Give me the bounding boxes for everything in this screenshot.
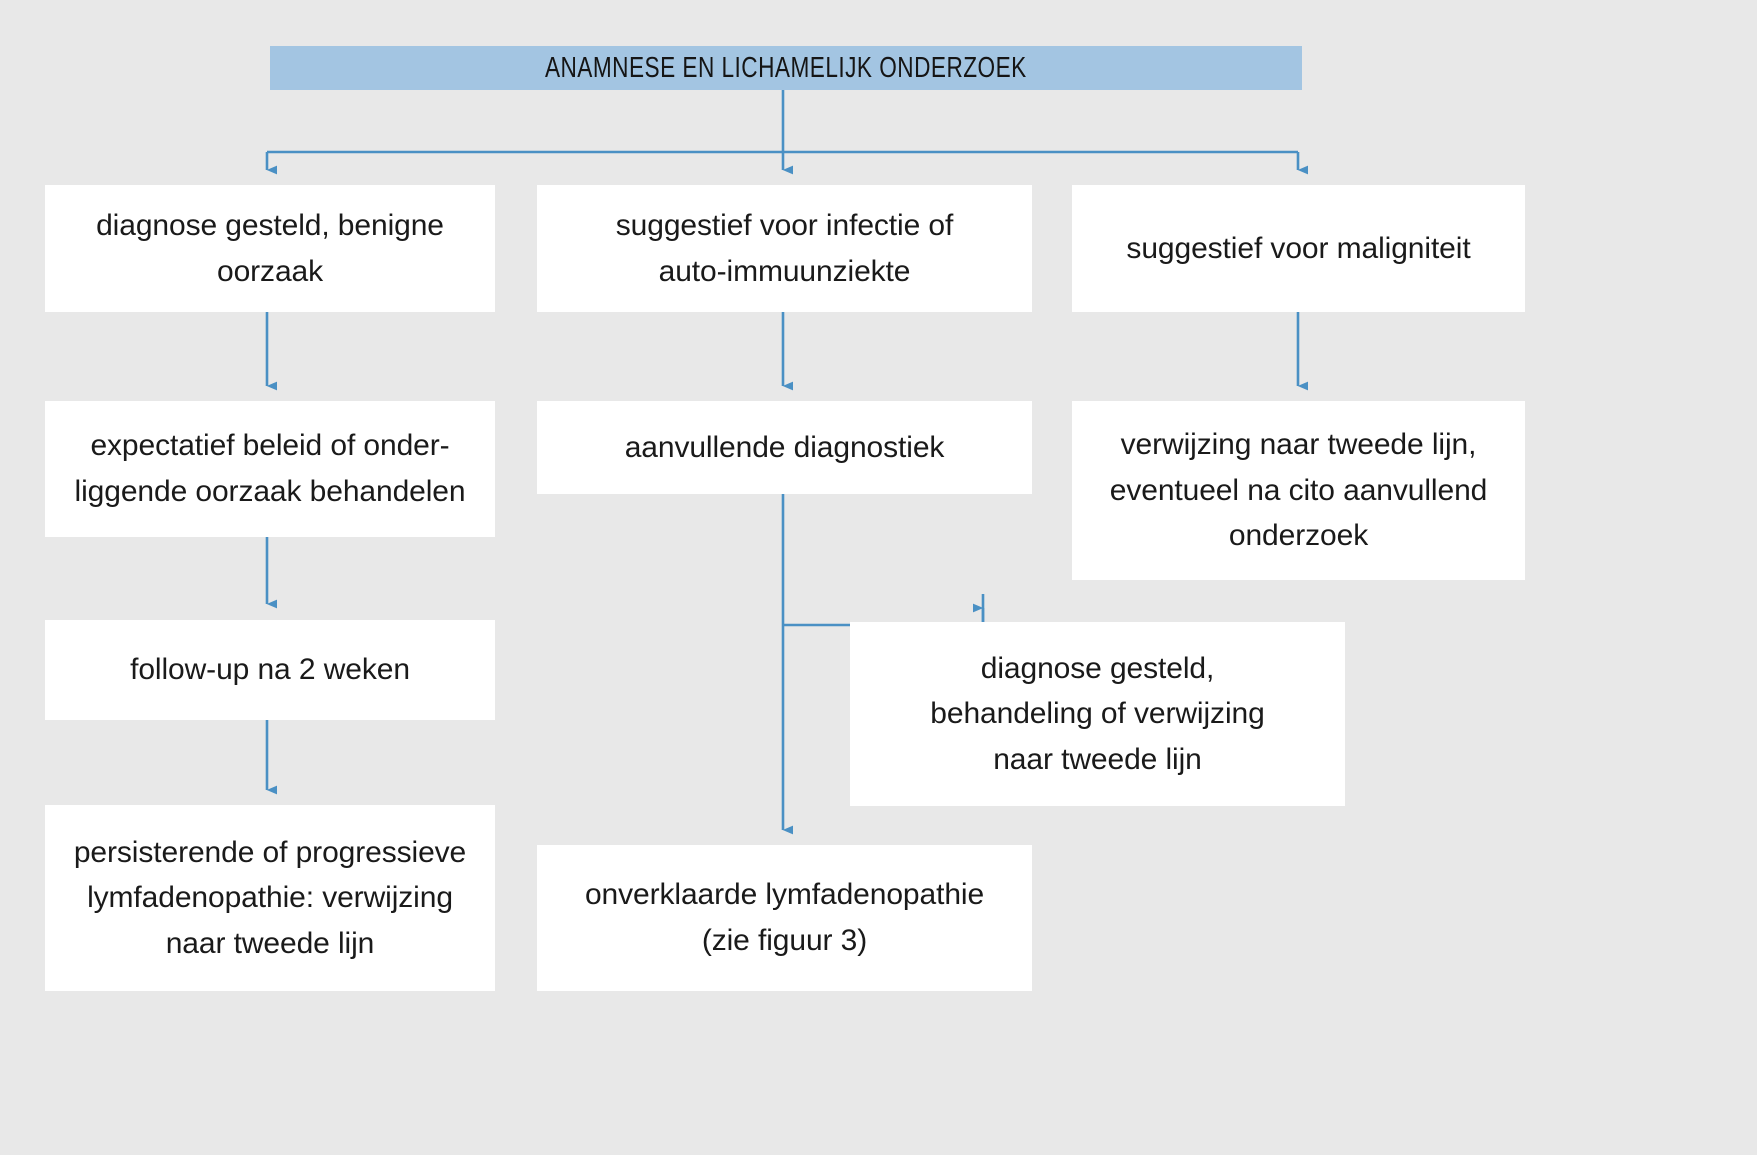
node-label: verwijzing naar tweede lijn, eventueel n… — [1109, 428, 1488, 553]
node-follow-up-na-2-weken: follow-up na 2 weken — [45, 620, 495, 720]
node-label: follow-up na 2 weken — [130, 653, 410, 687]
node-label: diagnose gesteld, benigne oorzaak — [96, 208, 444, 288]
node-persisterende-of-progressieve-lymfadenopathie-verwijzing-naar-tweede-lijn: persisterende of progressieve lymfadenop… — [45, 805, 495, 991]
node-suggestief-voor-infectie-of-auto-immuunziekte: suggestief voor infectie of auto-immuunz… — [537, 185, 1032, 312]
header-label: ANAMNESE EN LICHAMELIJK ONDERZOEK — [545, 51, 1027, 84]
node-verwijzing-naar-tweede-lijn-eventueel-na-cito-aanvullend-onderzoek: verwijzing naar tweede lijn, eventueel n… — [1072, 401, 1525, 580]
node-suggestief-voor-maligniteit: suggestief voor maligniteit — [1072, 185, 1525, 312]
node-label: expectatief beleid of onder- liggende oo… — [74, 429, 466, 508]
node-label: diagnose gesteld, behandeling of verwijz… — [930, 651, 1265, 776]
node-diagnose-gesteld-behandeling-of-verwijzing-naar-tweede-lijn: diagnose gesteld, behandeling of verwijz… — [850, 622, 1345, 806]
node-onverklaarde-lymfadenopathie-zie-figuur-3: onverklaarde lymfadenopathie (zie figuur… — [537, 845, 1032, 991]
node-label: aanvullende diagnostiek — [624, 430, 945, 464]
node-label: suggestief voor maligniteit — [1126, 231, 1471, 265]
node-label: onverklaarde lymfadenopathie (zie figuur… — [584, 878, 985, 957]
node-diagnose-gesteld-benigne-oorzaak: diagnose gesteld, benigne oorzaak — [45, 185, 495, 312]
node-label: suggestief voor infectie of auto-immuunz… — [615, 208, 954, 288]
node-aanvullende-diagnostiek: aanvullende diagnostiek — [537, 401, 1032, 494]
header-anamnese-en-lichamelijk-onderzoek: ANAMNESE EN LICHAMELIJK ONDERZOEK — [270, 46, 1302, 90]
node-label: persisterende of progressieve lymfadenop… — [73, 835, 467, 960]
node-expectatief-beleid-of-onderliggende-oorzaak-behandelen: expectatief beleid of onder- liggende oo… — [45, 401, 495, 537]
